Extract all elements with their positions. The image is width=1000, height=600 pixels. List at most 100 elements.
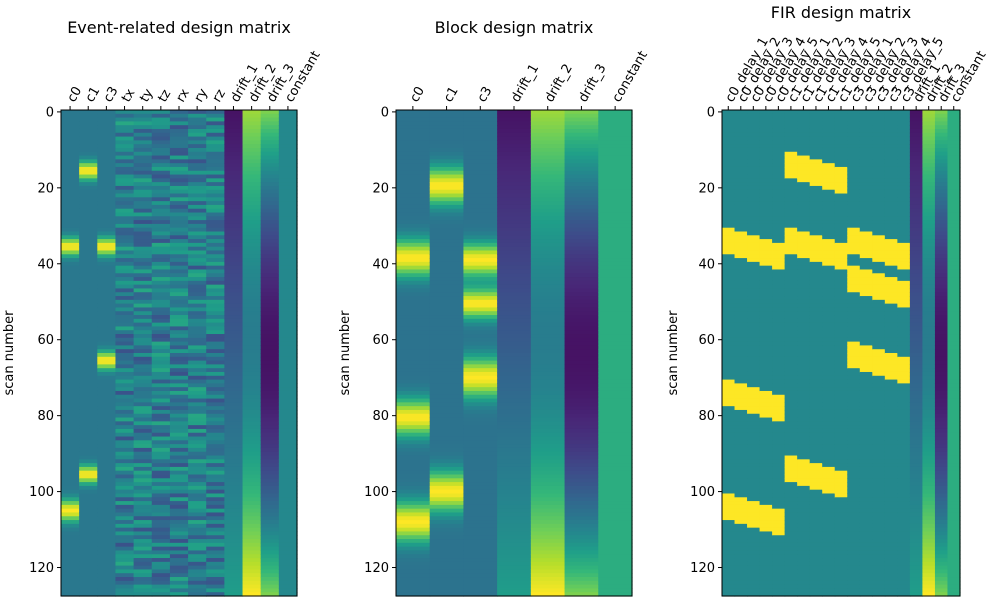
heatmap-cell [242,220,262,225]
heatmap-cell [61,447,80,453]
heatmap-cell [278,231,298,236]
heatmap-cell [151,489,171,495]
heatmap-cell [224,508,244,514]
heatmap-cell [722,330,736,335]
heatmap-cell [278,451,298,457]
heatmap-cell [206,345,225,350]
heatmap-cell [834,432,848,438]
heatmap-cell [722,436,736,441]
heatmap-cell [872,459,886,464]
heatmap-cell [734,390,748,396]
heatmap-cell [133,216,153,221]
heatmap-cell [847,299,861,305]
heatmap-cell [115,136,135,141]
heatmap-cell [278,151,298,157]
heatmap-cell [834,421,848,426]
heatmap-cell [242,398,262,403]
heatmap-cell [747,546,761,552]
heatmap-cell [206,406,225,411]
heatmap-cell [169,258,189,263]
heatmap-cell [834,425,848,430]
heatmap-cell [772,489,786,495]
heatmap-cell [759,387,773,392]
heatmap-cell [598,155,633,160]
heatmap-cell [224,311,244,316]
heatmap-cell [598,455,633,460]
heatmap-cell [242,527,262,533]
heatmap-cell [115,223,135,229]
heatmap-cell [759,147,773,153]
heatmap-cell [429,501,465,506]
heatmap-cell [151,577,171,582]
heatmap-cell [206,535,225,540]
heatmap-cell [463,220,498,225]
heatmap-cell [260,565,280,571]
heatmap-cell [934,315,949,320]
heatmap-cell [809,531,823,536]
heatmap-cell [133,455,153,460]
heatmap-cell [822,512,836,517]
heatmap-cell [934,360,949,365]
heatmap-cell [822,459,836,464]
heatmap-cell [133,223,153,229]
heatmap-cell [497,231,532,236]
heatmap-cell [188,501,207,506]
heatmap-cell [497,421,532,426]
heatmap-cell [884,497,898,502]
heatmap-cell [133,273,153,278]
heatmap-cell [463,440,498,445]
heatmap-cell [922,121,936,126]
heatmap-cell [934,280,949,286]
heatmap-cell [872,485,886,491]
heatmap-cell [61,204,80,210]
heatmap-cell [242,242,262,248]
heatmap-cell [530,208,566,214]
heatmap-cell [133,170,153,176]
heatmap-cell [722,341,736,347]
heatmap-cell [922,436,936,441]
heatmap-cell [61,216,80,221]
heatmap-cell [759,353,773,358]
heatmap-cell [278,201,298,206]
heatmap-cell [809,155,823,160]
heatmap-cell [564,269,599,274]
heatmap-cell [734,318,748,324]
heatmap-cell [797,220,811,225]
heatmap-cell [598,159,633,164]
heatmap-cell [530,277,566,282]
heatmap-cell [151,322,171,328]
heatmap-cell [797,204,811,210]
heatmap-cell [747,444,761,449]
heatmap-cell [598,170,633,176]
heatmap-cell [206,208,225,214]
heatmap-cell [206,110,225,115]
heatmap-cell [909,117,924,122]
heatmap-cell [784,406,798,411]
heatmap-cell [564,193,599,198]
heatmap-cell [747,474,761,479]
heatmap-cell [463,140,498,145]
heatmap-cell [734,288,748,293]
heatmap-cell [188,242,207,248]
heatmap-cell [530,489,566,495]
heatmap-cell [784,334,798,339]
heatmap-cell [759,170,773,176]
heatmap-cell [922,296,936,301]
heatmap-cell [922,341,936,347]
x-tick-label: drift_3 [576,62,610,105]
heatmap-cell [834,398,848,403]
heatmap-cell [260,569,280,574]
heatmap-cell [909,531,924,536]
heatmap-cell [784,550,798,555]
heatmap-cell [133,444,153,449]
heatmap-cell [772,383,786,388]
heatmap-cell [822,250,836,255]
heatmap-cell [809,406,823,411]
heatmap-cell [797,535,811,540]
heatmap-cell [169,493,189,498]
heatmap-cell [564,387,599,392]
heatmap-cell [784,144,798,149]
heatmap-cell [934,258,949,263]
heatmap-cell [822,451,836,457]
heatmap-cell [242,459,262,464]
